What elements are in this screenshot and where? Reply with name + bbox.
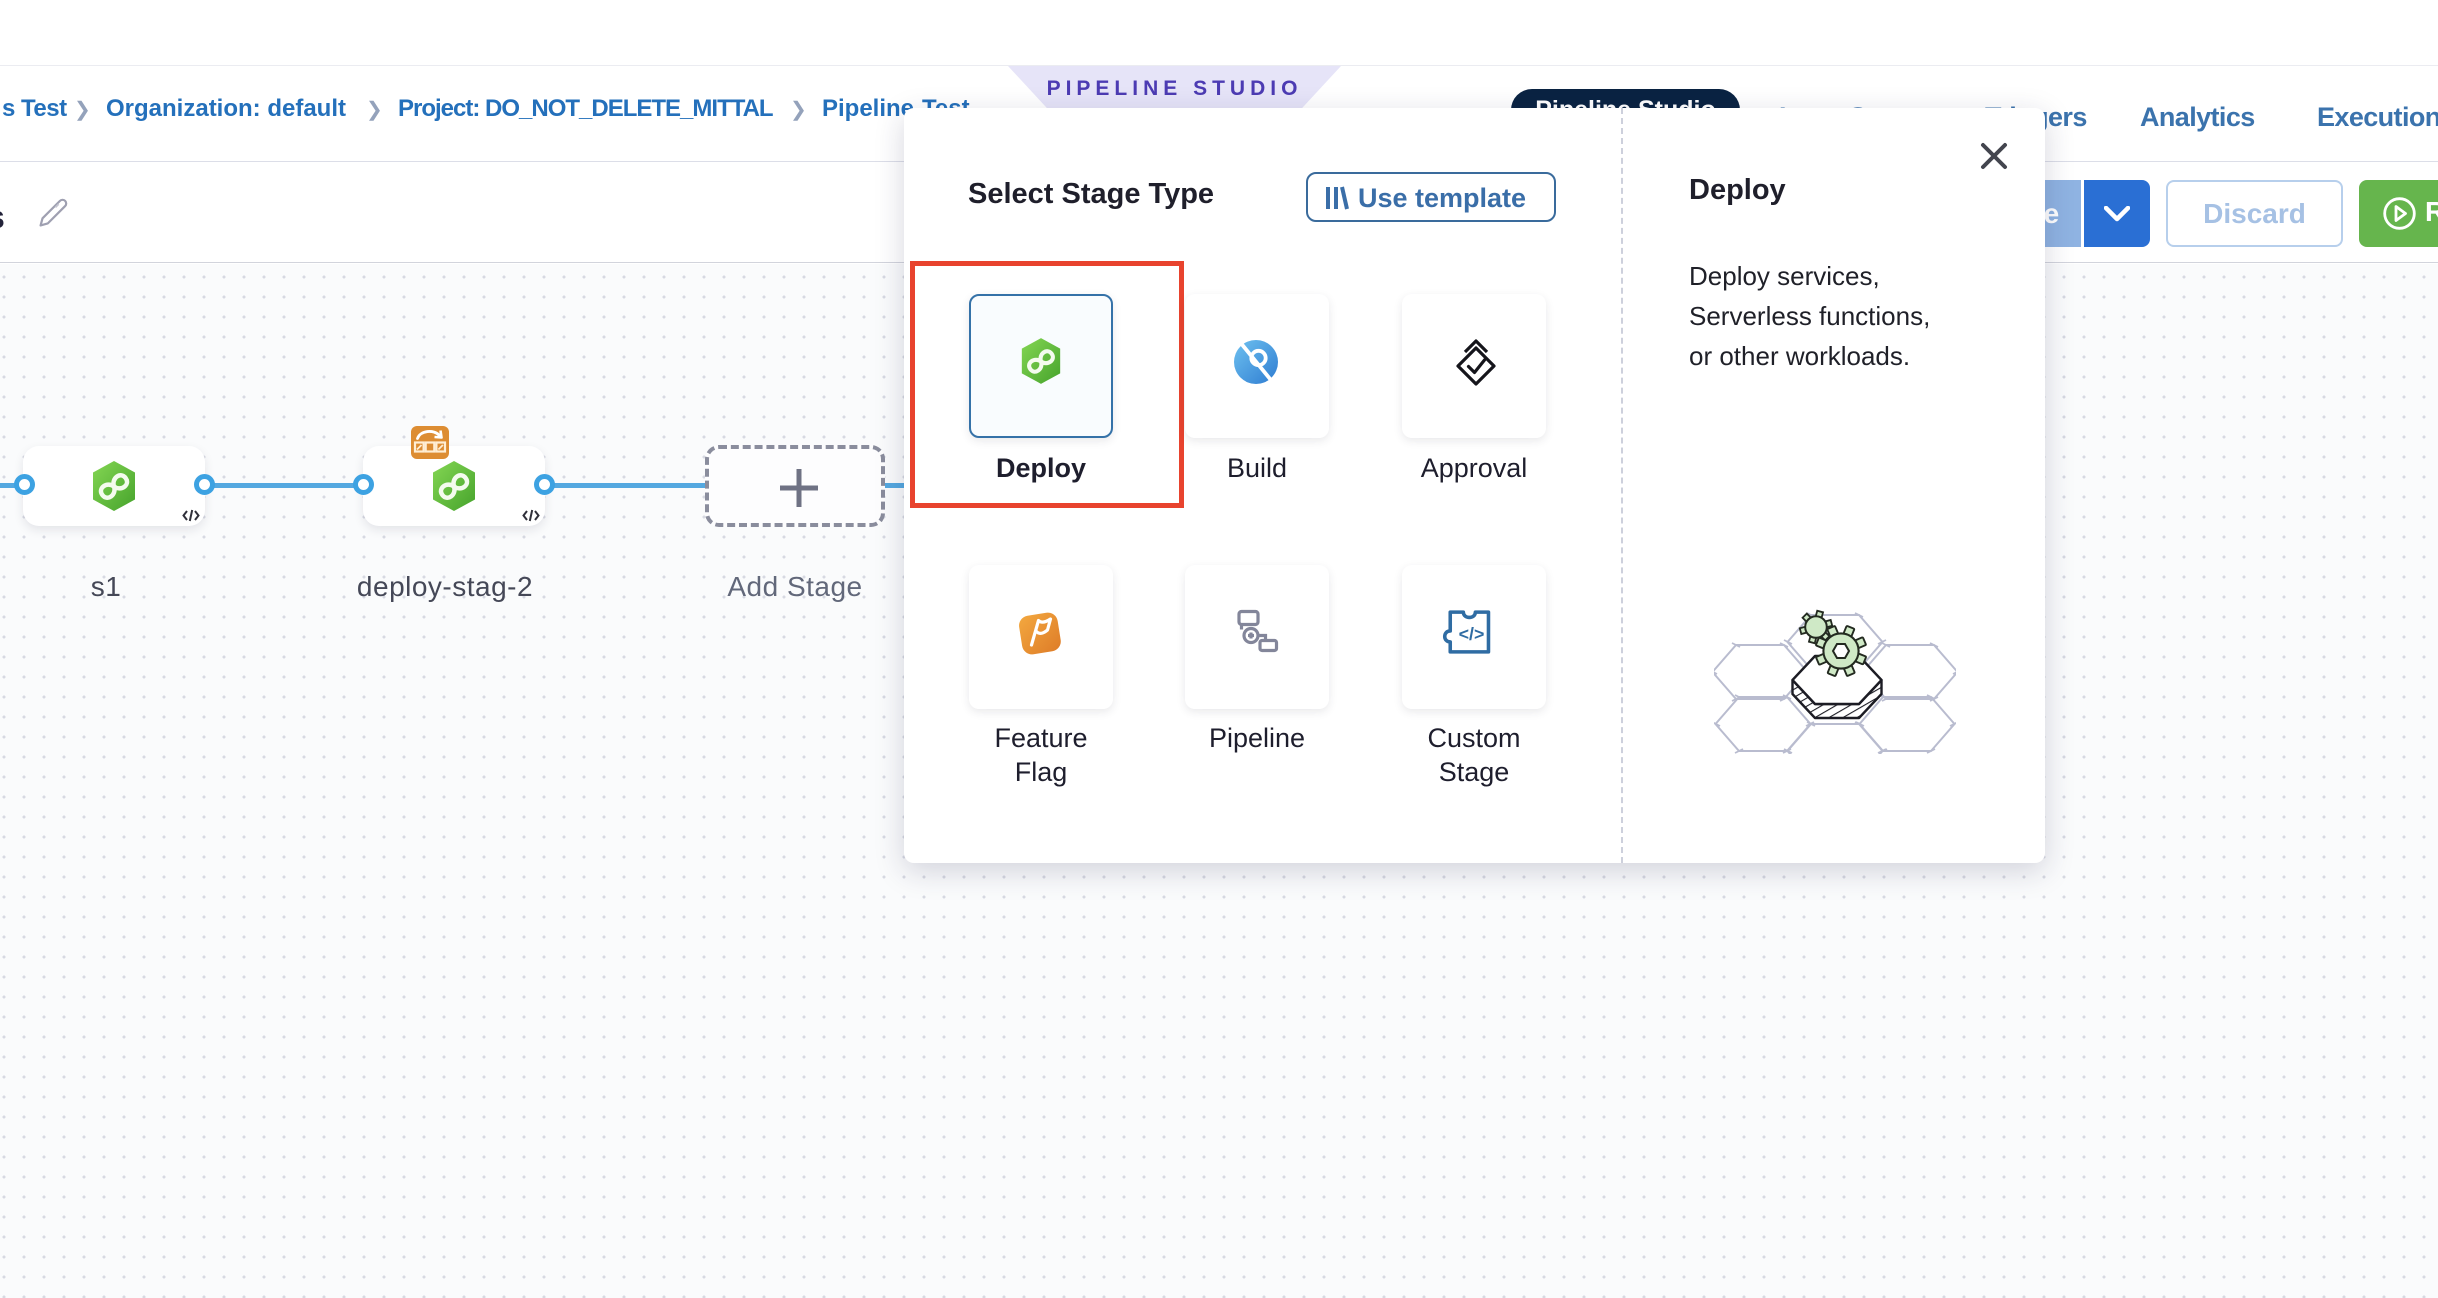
svg-text:</>: </> [1459,624,1485,644]
